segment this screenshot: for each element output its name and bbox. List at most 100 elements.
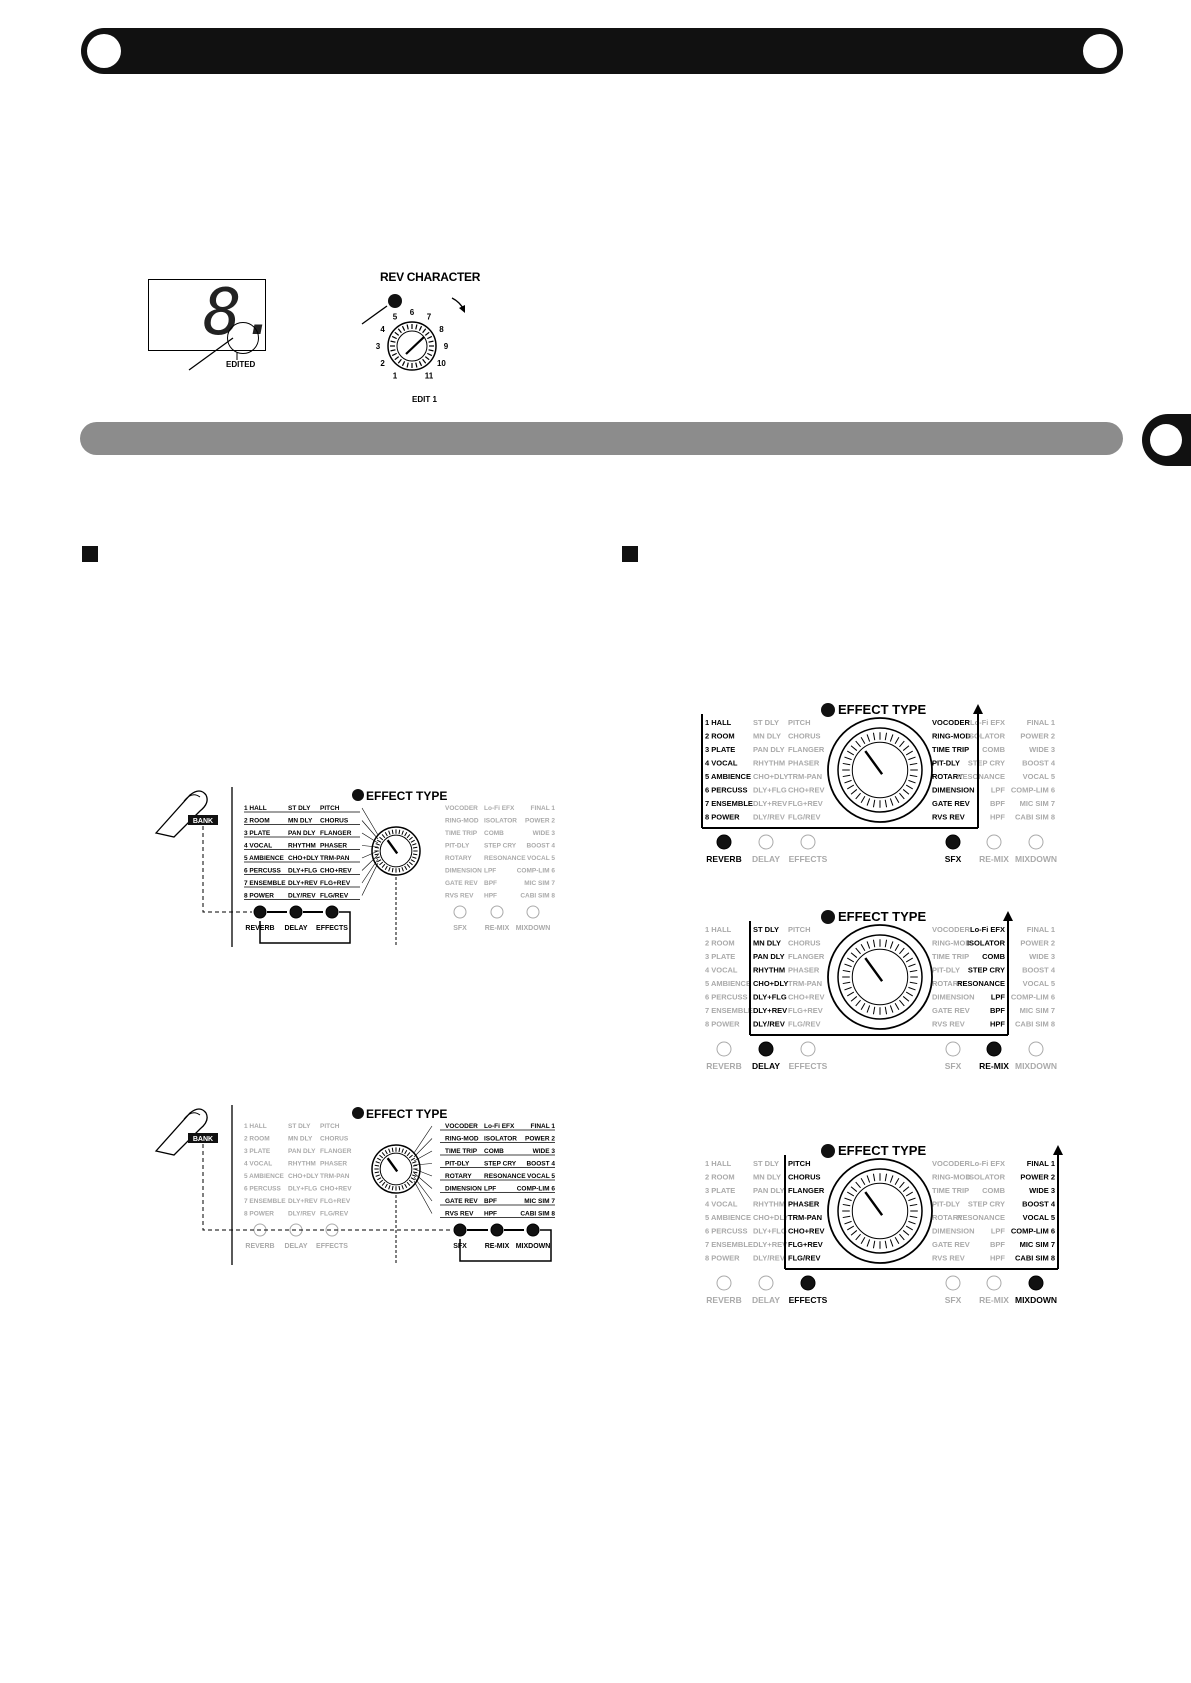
dial-grip [844, 963, 852, 968]
category-led [716, 1275, 732, 1291]
rev-knob-grip [390, 349, 396, 352]
dial-grip [902, 1230, 910, 1236]
category-led [1028, 1275, 1044, 1291]
dial-grip [374, 853, 380, 856]
sfx-name: DIMENSION [445, 1186, 482, 1193]
remix-name: HPF [990, 813, 1005, 822]
category-label: RE-MIX [485, 1243, 510, 1250]
mixdown-name: VOCAL 5 [1023, 772, 1055, 781]
effects-name: TRM-PAN [320, 855, 350, 862]
sfx-name: RING-MOD [932, 1173, 971, 1182]
selector-leader [413, 1125, 433, 1154]
selector-leader [361, 832, 379, 844]
effect-type-label: EFFECT TYPE [838, 702, 926, 717]
sfx-name: GATE REV [445, 880, 478, 887]
effect-type-label: EFFECT TYPE [838, 909, 926, 924]
dial-grip [406, 1152, 411, 1157]
remix-name: LPF [991, 1227, 1006, 1236]
rev-knob-grip [394, 356, 400, 361]
dial-grip [384, 832, 388, 837]
dial-grip [388, 1148, 391, 1153]
mixdown-name: VOCAL 5 [1023, 1213, 1055, 1222]
rev-knob-pointer [405, 336, 425, 355]
effect-type-led [352, 789, 364, 801]
delay-name: DLY+FLG [753, 786, 787, 795]
category-label: MIXDOWN [1015, 854, 1057, 864]
dial-grip [379, 861, 384, 866]
dial-grip [889, 1005, 894, 1013]
selector-leader [413, 1180, 433, 1214]
remix-name: RESONANCE [957, 1213, 1005, 1222]
dial-grip [842, 1215, 851, 1219]
reverb-name: 2 ROOM [244, 1136, 270, 1143]
rev-knob-tick-label: 5 [393, 313, 398, 322]
rev-knob-grip [401, 325, 406, 331]
dial-grip [899, 947, 905, 955]
reverb-name: 2 ROOM [705, 1173, 735, 1182]
effect-type-led [821, 703, 835, 717]
mixdown-name: POWER 2 [1020, 1173, 1055, 1182]
delay-name: ST DLY [288, 805, 311, 812]
rev-knob-tick-label: 9 [444, 342, 449, 351]
edited-label: EDITED [226, 360, 256, 369]
dial-grip [377, 839, 382, 843]
remix-name: ISOLATOR [484, 1136, 517, 1143]
dial-grip [905, 991, 913, 997]
delay-name: DLY+FLG [753, 1227, 787, 1236]
delay-name: PAN DLY [288, 830, 316, 837]
category-label: DELAY [752, 1295, 780, 1305]
dial-grip [902, 952, 910, 958]
reverb-name: 2 ROOM [705, 732, 735, 741]
dial-grip [905, 957, 913, 963]
dial-grip [842, 969, 851, 973]
delay-name: DLY+FLG [288, 1186, 317, 1193]
mixdown-name: BOOST 4 [1022, 1200, 1056, 1209]
rev-knob-grip [391, 352, 397, 357]
rev-edit-label: EDIT 1 [412, 395, 437, 404]
remix-name: BPF [484, 880, 497, 887]
effects-name: FLG+REV [788, 1006, 823, 1015]
effect-type-led [352, 1107, 364, 1119]
dial-grip [377, 1157, 382, 1161]
mixdown-name: FINAL 1 [531, 1123, 556, 1130]
dial-grip [908, 1220, 916, 1225]
dial-grip [844, 1220, 852, 1225]
rev-knob-grip [415, 362, 418, 368]
dial-grip [404, 832, 408, 837]
rev-knob-tick-label: 11 [425, 371, 434, 380]
selector-leader [361, 858, 379, 884]
mixdown-name: MIC SIM 7 [1020, 1240, 1055, 1249]
sfx-name: TIME TRIP [445, 830, 478, 837]
dial-grip [850, 952, 858, 958]
reverb-name: 5 AMBIENCE [705, 979, 751, 988]
category-led [800, 1041, 816, 1057]
reverb-name: 4 VOCAL [244, 843, 272, 850]
effects-name: PHASER [320, 843, 347, 850]
dial-grip [884, 799, 888, 808]
delay-name: ST DLY [753, 1159, 779, 1168]
dial-pointer [386, 1157, 399, 1173]
delay-name: DLY+REV [753, 799, 787, 808]
effects-name: FLANGER [320, 830, 352, 837]
dial-grip [398, 829, 401, 835]
delay-name: DLY/REV [288, 1211, 316, 1218]
mixdown-name: WIDE 3 [1029, 952, 1055, 961]
mixdown-name: VOCAL 5 [1023, 979, 1055, 988]
sfx-name: RVS REV [932, 1254, 965, 1263]
dial-grip [855, 792, 861, 800]
sfx-name: PIT-DLY [445, 1161, 470, 1168]
category-led [986, 1275, 1002, 1291]
category-led [945, 1041, 961, 1057]
rev-knob-grip [391, 335, 397, 340]
mixdown-name: CABI SIM 8 [1015, 813, 1055, 822]
mixdown-name: VOCAL 5 [527, 855, 555, 862]
dial-grip [855, 947, 861, 955]
dial-grip [412, 846, 418, 849]
category-led [453, 905, 467, 919]
category-label: REVERB [706, 854, 741, 864]
rev-led-leader [361, 305, 388, 325]
dial-grip [381, 834, 386, 839]
dial-grip [860, 944, 866, 952]
effects-name: FLANGER [788, 952, 825, 961]
